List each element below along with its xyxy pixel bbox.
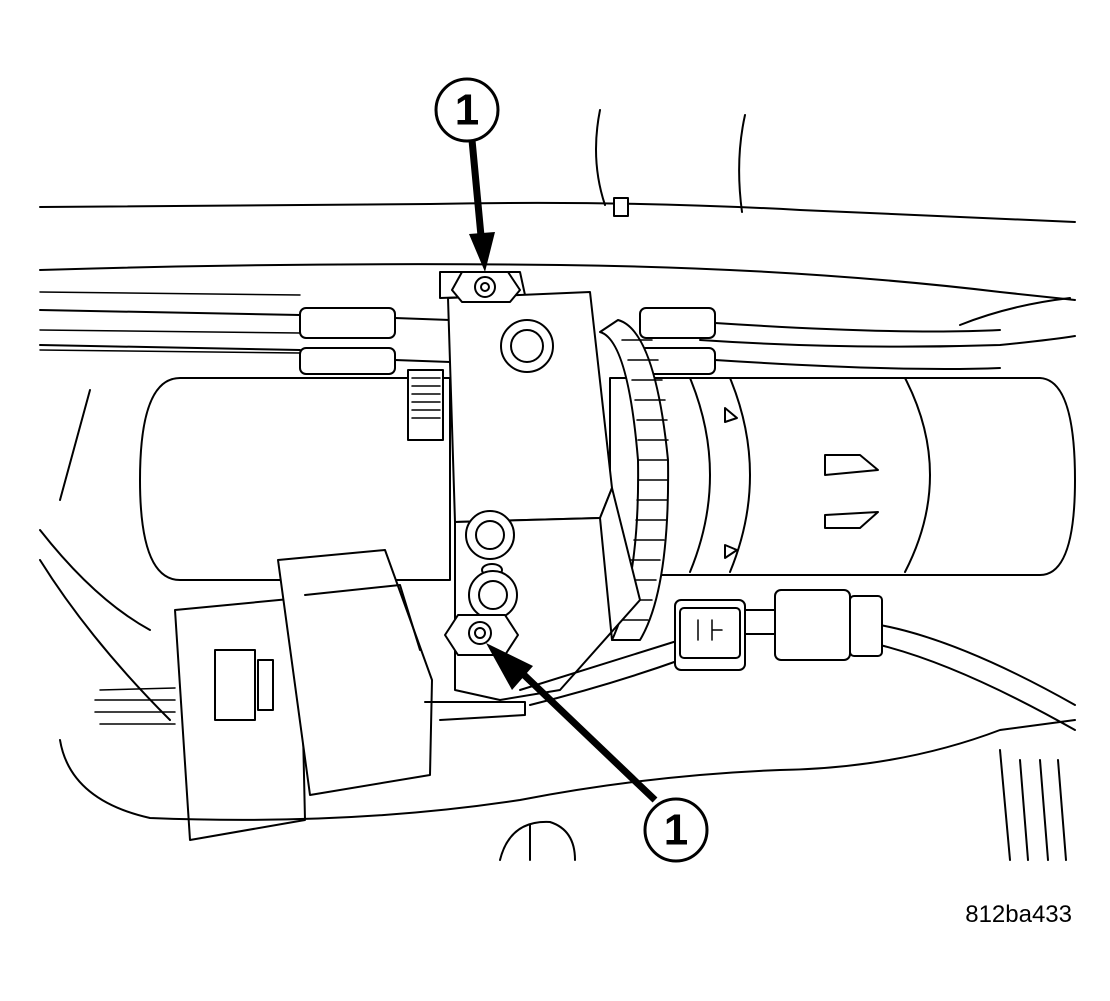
frame-rails <box>39 109 1076 354</box>
harness-connector-small <box>674 589 883 671</box>
wiring-harness <box>39 529 1076 731</box>
brake-lines <box>39 307 1001 375</box>
callout-upper-circle <box>434 77 500 143</box>
upper-mounting-nut <box>451 271 521 303</box>
callout-lower-label: 1 <box>664 806 688 855</box>
hose-clamp <box>599 319 670 641</box>
callout-upper-label: 1 <box>455 86 479 135</box>
callout-lower: 1 <box>486 643 709 863</box>
fuel-tank-cylinder <box>139 369 1076 581</box>
callout-upper: 1 <box>434 77 500 272</box>
harness-connector-large <box>174 549 433 841</box>
floor-pan <box>59 389 1076 861</box>
callout-lower-circle <box>643 797 709 863</box>
lower-mounting-nut <box>444 614 519 656</box>
figure-id-label: 812ba433 <box>965 901 1072 928</box>
